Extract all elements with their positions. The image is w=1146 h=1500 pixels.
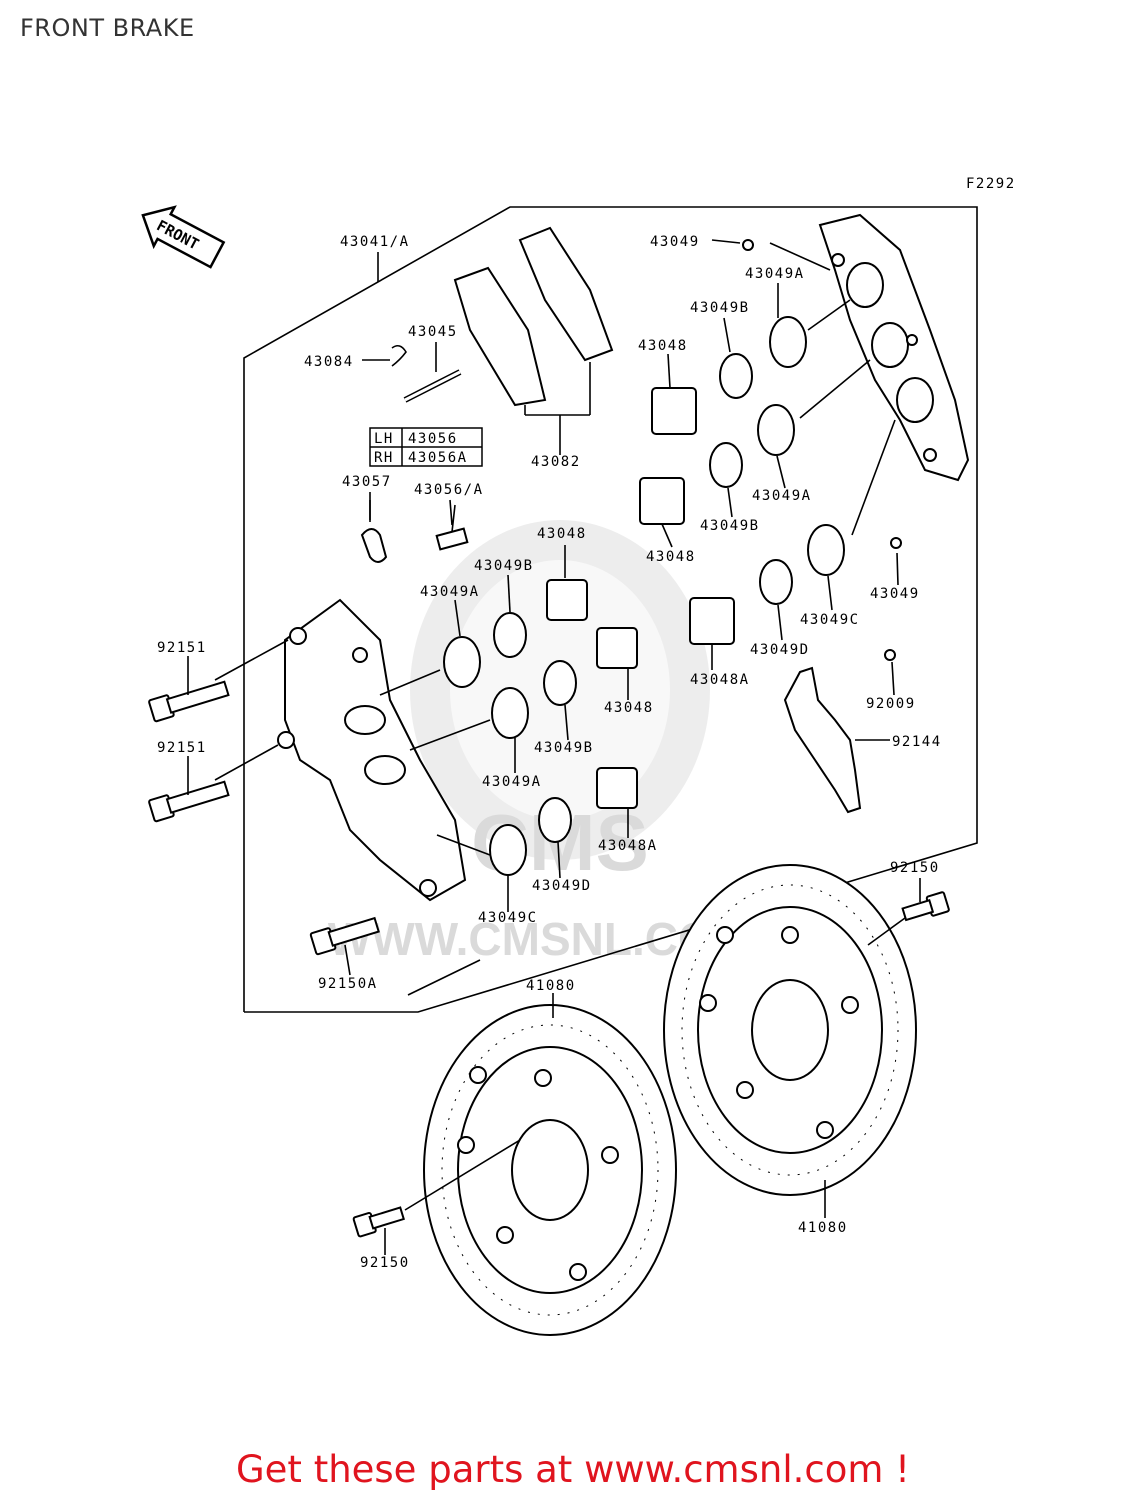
bleeder-valve [435, 504, 469, 551]
caliper-left [277, 598, 467, 902]
label-92151-a: 92151 [157, 640, 207, 656]
part-labels: 43041/A 43045 43084 43082 43057 43056/A … [157, 234, 942, 1271]
label-92144: 92144 [892, 734, 942, 750]
label-43049b-mid: 43049B [700, 518, 760, 534]
label-43049c-c: 43049C [478, 910, 538, 926]
label-43056a: 43056/A [414, 482, 484, 498]
label-43048a-r: 43048A [690, 672, 750, 688]
label-43048-top: 43048 [638, 338, 688, 354]
label-43049d-r: 43049D [750, 642, 810, 658]
pipe-bracket [360, 500, 388, 563]
promo-link[interactable]: Get these parts at www.cmsnl.com ! [235, 1448, 910, 1491]
pistons-seals-center [443, 579, 638, 876]
pad-pin [391, 344, 462, 403]
label-92150-r: 92150 [890, 860, 940, 876]
leader-lines [187, 239, 921, 1255]
label-43049d-c: 43049D [532, 878, 592, 894]
label-43049-r: 43049 [870, 586, 920, 602]
label-43049b-c2: 43049B [534, 740, 594, 756]
label-43049b-top: 43049B [690, 300, 750, 316]
caliper-bolts [148, 680, 380, 956]
brake-disc-left [423, 1004, 677, 1336]
label-43049c-r: 43049C [800, 612, 860, 628]
lh-part: 43056 [408, 431, 458, 447]
label-43049b-c: 43049B [474, 558, 534, 574]
caliper-right [818, 213, 970, 482]
rh-side: RH [374, 450, 394, 466]
front-direction-arrow: FRONT [141, 205, 226, 269]
brake-disc-right [663, 864, 917, 1196]
label-92151-b: 92151 [157, 740, 207, 756]
label-92009: 92009 [866, 696, 916, 712]
label-43048-c: 43048 [537, 526, 587, 542]
disc-bolts [352, 891, 950, 1238]
label-43049-top: 43049 [650, 234, 700, 250]
page-title: FRONT BRAKE [20, 14, 195, 42]
label-41080-b: 41080 [798, 1220, 848, 1236]
hose-guide [783, 649, 896, 814]
lh-side: LH [374, 431, 394, 447]
figure-code: F2292 [966, 176, 1016, 192]
label-43048-mid: 43048 [646, 549, 696, 565]
label-43057: 43057 [342, 474, 392, 490]
label-43048a-c: 43048A [598, 838, 658, 854]
brake-pads [453, 226, 614, 455]
label-43049a-c2: 43049A [482, 774, 542, 790]
label-41080-a: 41080 [526, 978, 576, 994]
label-43049a-mid: 43049A [752, 488, 812, 504]
front-brake-exploded-diagram: CMS WWW.CMSNL.COM F2292 FRONT LH 43056 R… [141, 176, 1016, 1336]
label-43049a-l: 43049A [420, 584, 480, 600]
lh-rh-table: LH 43056 RH 43056A [369, 427, 483, 467]
label-92150a: 92150A [318, 976, 378, 992]
label-43041: 43041/A [340, 234, 410, 250]
label-43049a-top: 43049A [745, 266, 805, 282]
label-43082: 43082 [531, 454, 581, 470]
label-43048-c2: 43048 [604, 700, 654, 716]
label-43084: 43084 [304, 354, 354, 370]
pistons-seals-right [639, 239, 902, 645]
label-43045: 43045 [408, 324, 458, 340]
rh-part: 43056A [408, 450, 468, 466]
label-92150-l: 92150 [360, 1255, 410, 1271]
assembly-outline [243, 206, 978, 1013]
